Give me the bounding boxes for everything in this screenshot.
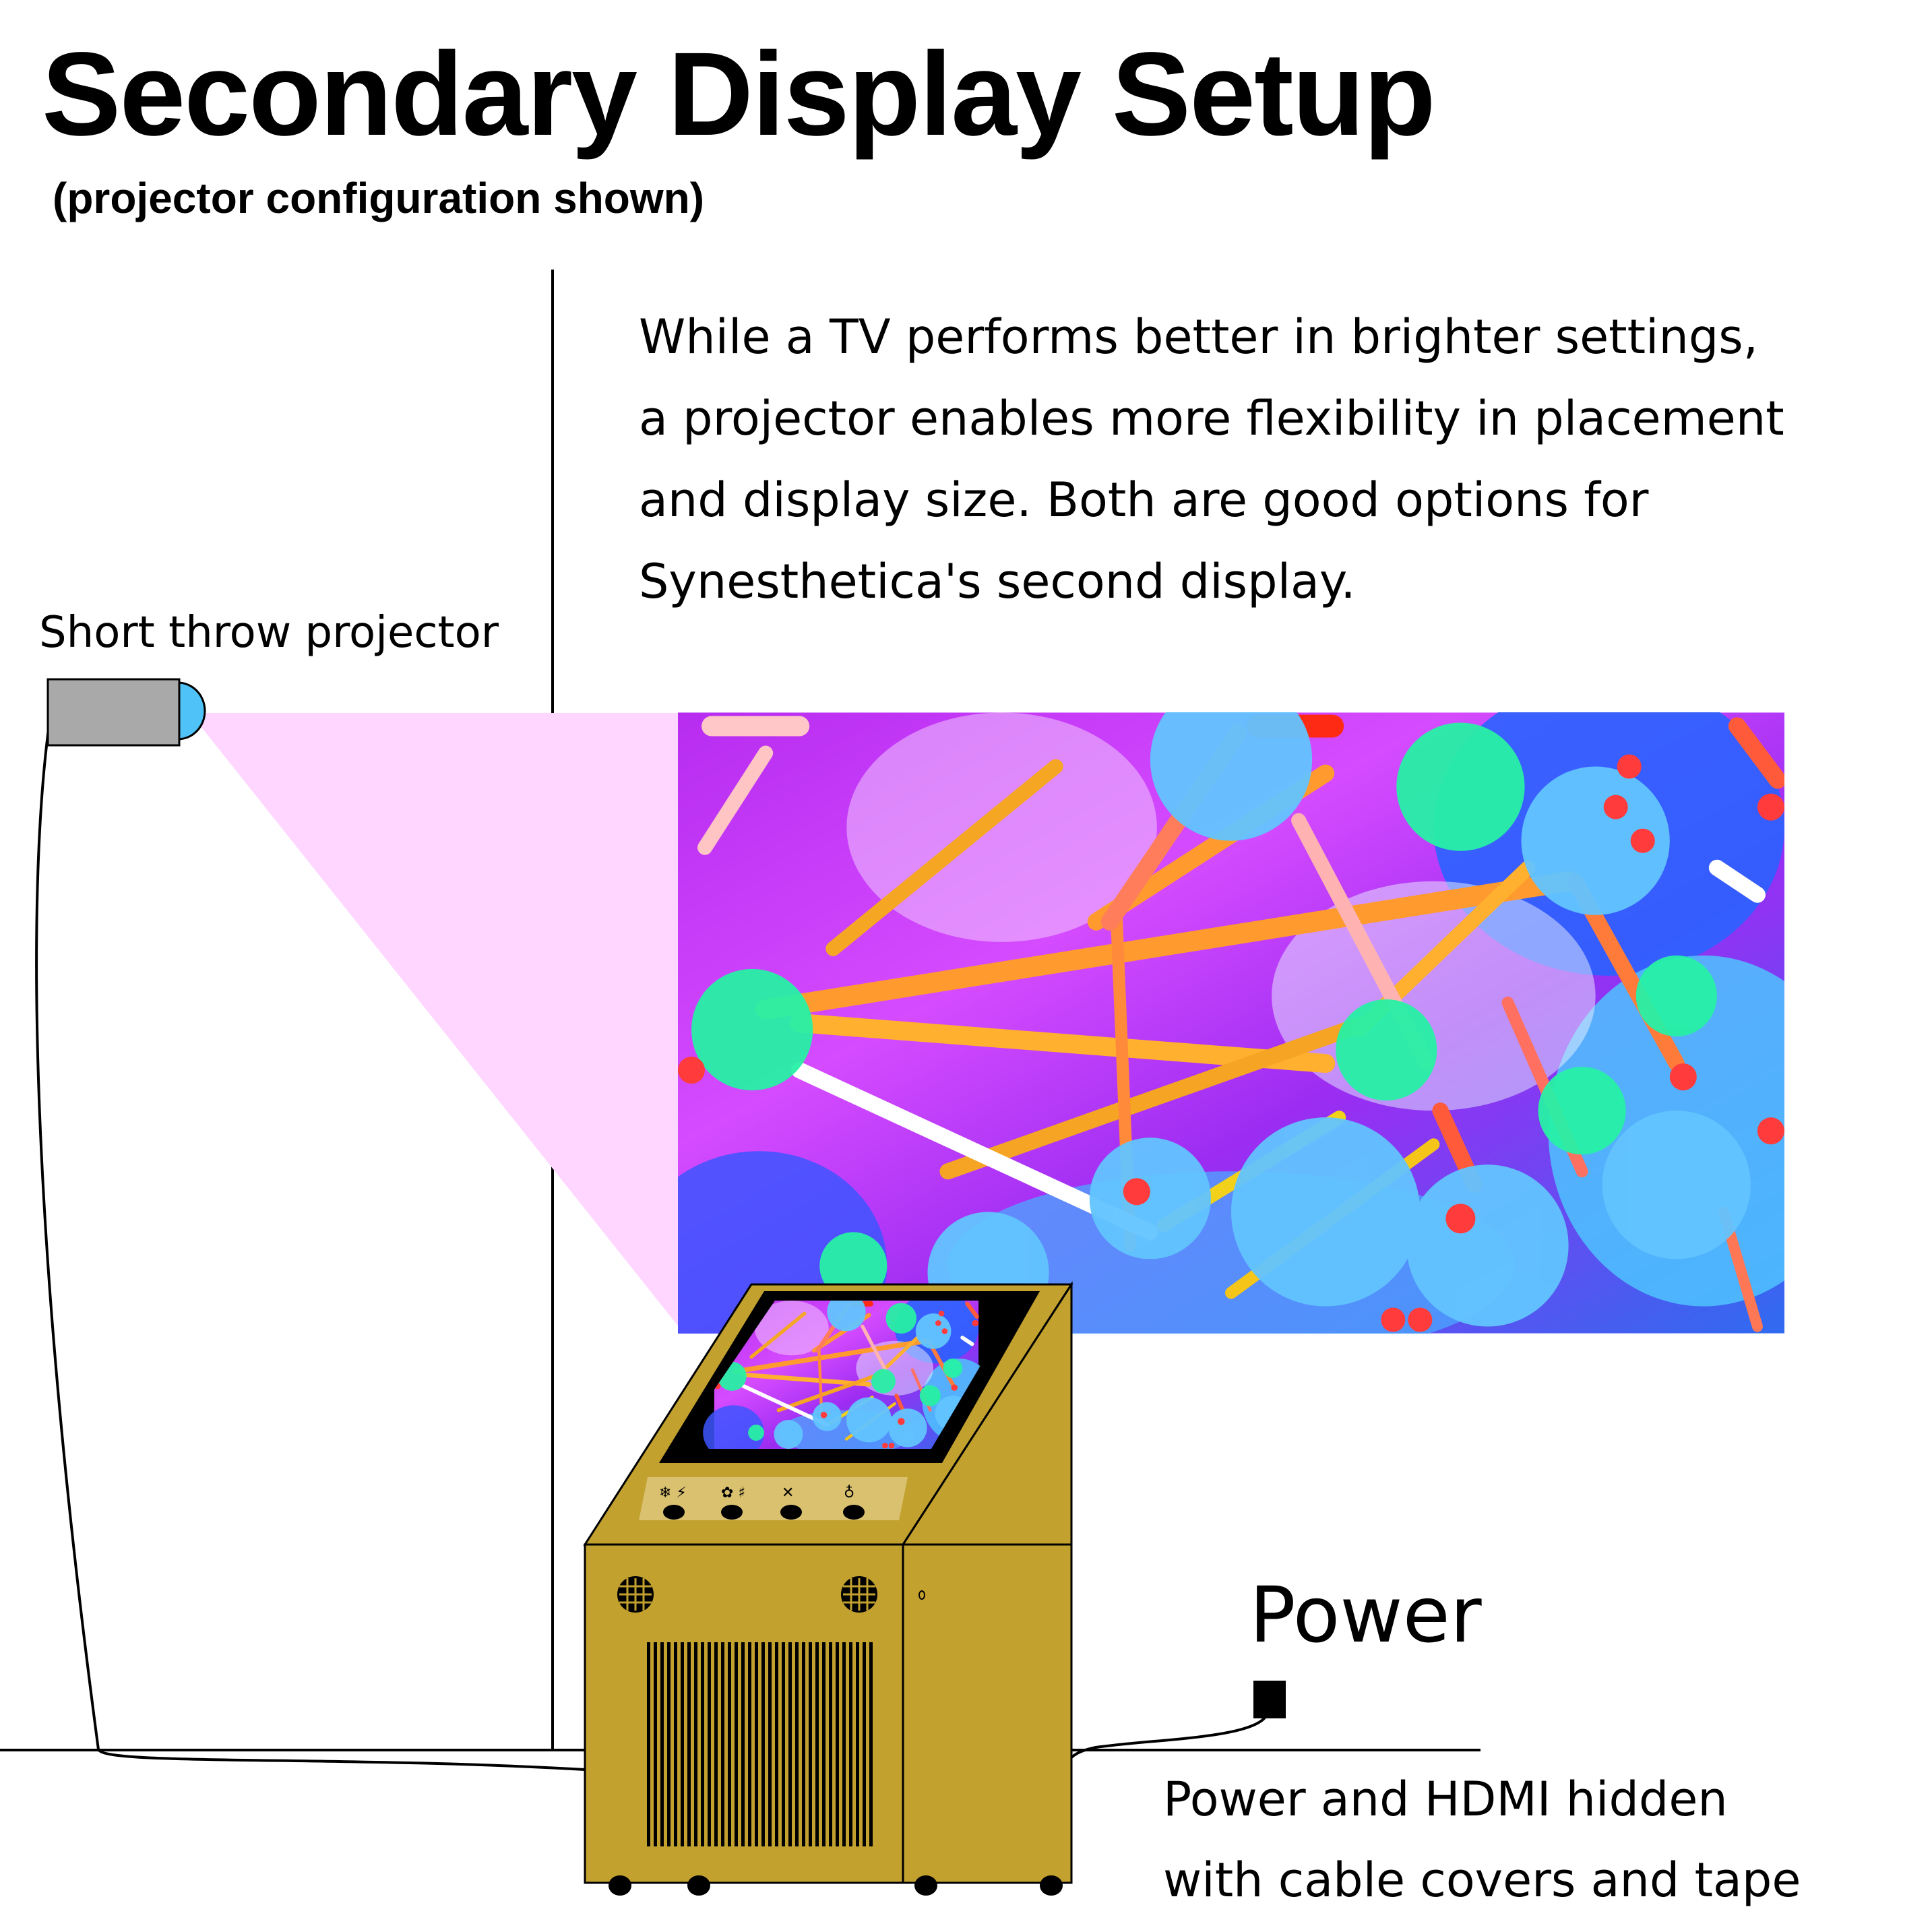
description-line: a projector enables more flexibility in … <box>639 391 1784 446</box>
speaker-grille-icon <box>841 1576 877 1613</box>
description: While a TV performs better in brighter s… <box>639 297 1784 623</box>
svg-text:✿ ♯: ✿ ♯ <box>721 1485 745 1501</box>
power-label: Power <box>1249 1570 1482 1660</box>
cable-note-line: with cable covers and tape <box>1163 1852 1801 1908</box>
projected-image <box>631 679 1859 1380</box>
vent-grille <box>644 1642 873 1846</box>
kiosk-wheels <box>609 1875 1063 1896</box>
page-title: Secondary Display Setup <box>42 28 1436 160</box>
cable-note-line: Power and HDMI hidden <box>1163 1772 1728 1827</box>
speaker-grille-icon <box>617 1576 654 1613</box>
kiosk-icon: ❄ ⚡ ✿ ♯ ✕ ♁ <box>583 1280 1073 1896</box>
light-beam <box>190 713 679 1328</box>
svg-text:❄ ⚡: ❄ ⚡ <box>659 1485 687 1501</box>
svg-text:♁: ♁ <box>844 1485 854 1501</box>
kiosk-side-cabinet <box>902 1543 1073 1884</box>
power-outlet-icon <box>1253 1681 1286 1718</box>
projector-lens <box>177 681 206 741</box>
kiosk-knobs: ❄ ⚡ ✿ ♯ ✕ ♁ <box>659 1485 865 1520</box>
projector-icon <box>46 678 206 747</box>
description-line: and display size. Both are good options … <box>639 472 1649 528</box>
page-subtitle: (projector configuration shown) <box>53 174 705 222</box>
description-line: While a TV performs better in brighter s… <box>639 309 1758 365</box>
hdmi-cable <box>35 714 586 1771</box>
projector-body <box>46 678 181 747</box>
projector-label: Short throw projector <box>39 608 499 658</box>
power-indicator <box>918 1590 925 1600</box>
cable-note: Power and HDMI hidden with cable covers … <box>1163 1759 1801 1921</box>
kiosk-control-panel <box>639 1477 908 1520</box>
description-line: Synesthetica's second display. <box>639 554 1356 609</box>
power-cable <box>1067 1714 1268 1762</box>
svg-text:✕: ✕ <box>782 1485 794 1501</box>
